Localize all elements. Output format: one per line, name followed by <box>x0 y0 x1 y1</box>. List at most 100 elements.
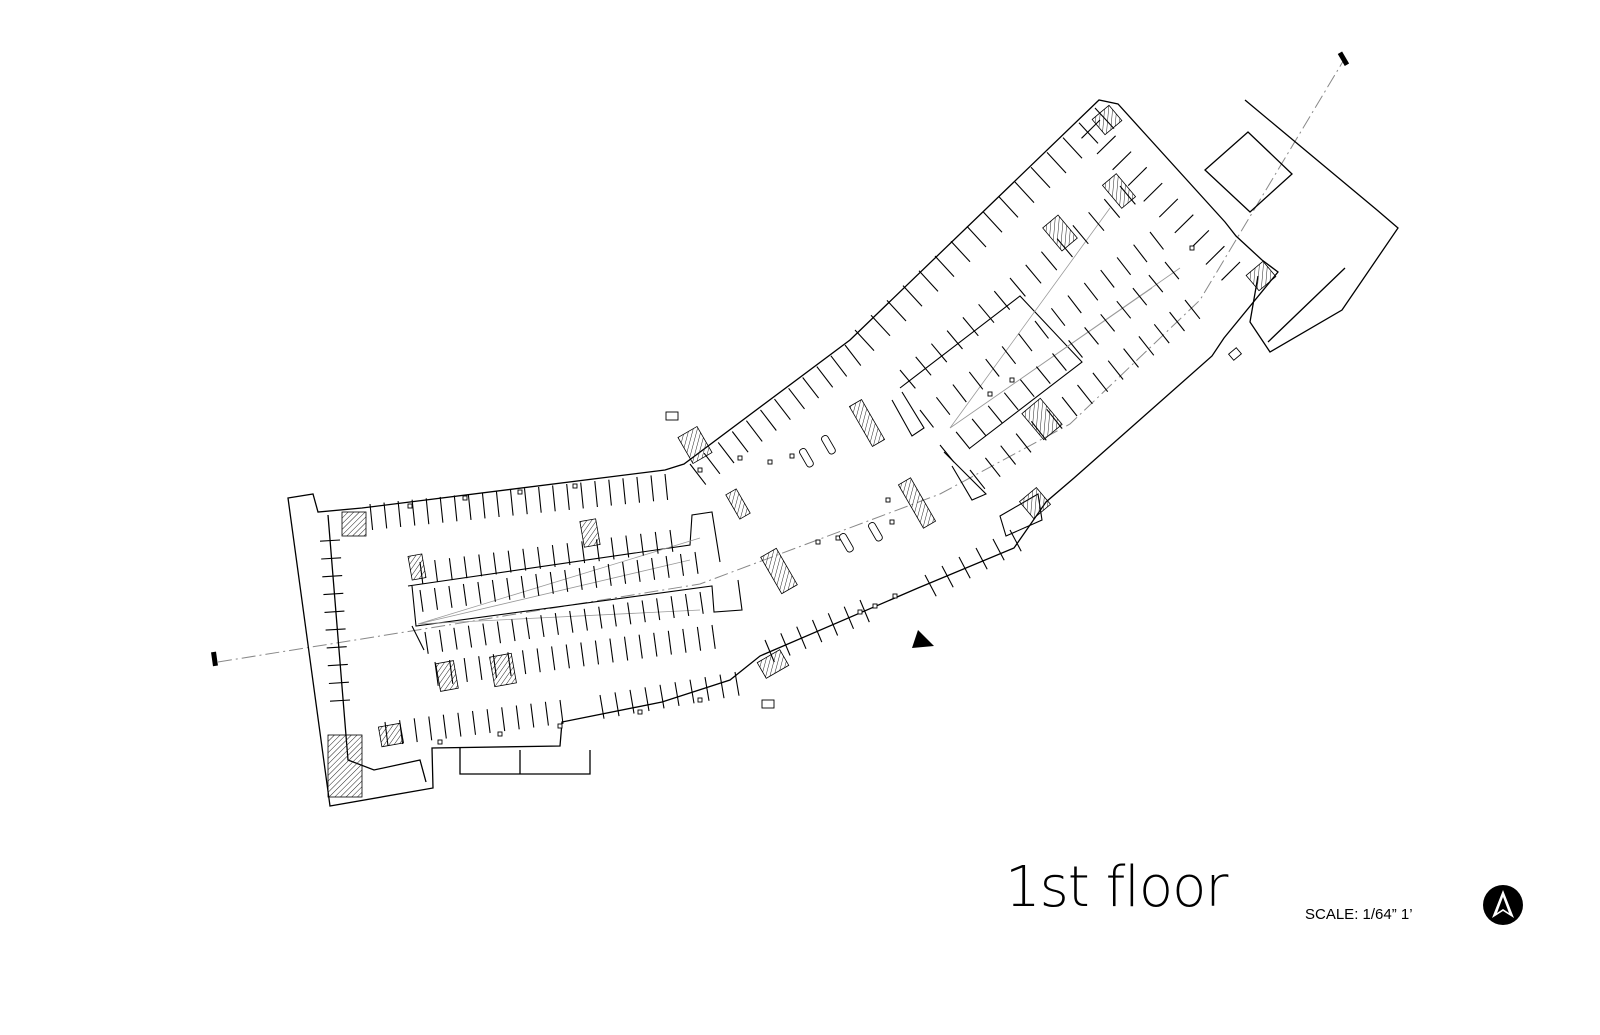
stall-line <box>689 679 695 704</box>
stall-line <box>941 565 954 588</box>
stall-line <box>796 626 807 650</box>
column-post <box>789 453 795 459</box>
stall-line <box>463 658 468 682</box>
stall-line <box>1019 379 1035 398</box>
stall-line <box>1061 396 1078 417</box>
column-post <box>697 697 703 703</box>
stall-line <box>641 600 646 623</box>
stall-line <box>704 677 710 701</box>
stall-line <box>492 552 497 575</box>
column-post <box>815 539 821 545</box>
stall-line <box>384 721 389 746</box>
building-outline <box>287 99 1399 807</box>
column-post <box>737 455 743 461</box>
section-end-marks <box>211 51 1350 667</box>
stall-line <box>1174 214 1194 234</box>
stall-line <box>1056 238 1073 258</box>
stall-line <box>946 330 963 350</box>
stall-line <box>1046 152 1067 174</box>
stall-line <box>802 377 820 399</box>
stall-line <box>439 496 444 523</box>
stall-line <box>859 599 870 623</box>
stall-line <box>448 558 453 581</box>
parking-stalls <box>319 107 1241 746</box>
stall-line <box>1184 299 1201 320</box>
stall-line <box>425 498 430 525</box>
column-post <box>462 495 468 501</box>
stall-line <box>870 314 891 337</box>
stall-line <box>1067 295 1082 314</box>
north-arrow-icon <box>1483 885 1523 925</box>
stall-line <box>565 644 570 669</box>
stall-line <box>1068 340 1083 358</box>
stall-line <box>411 499 416 526</box>
stall-line <box>1112 151 1132 171</box>
stall-line <box>679 553 685 576</box>
stall-line <box>1149 231 1164 250</box>
column-post <box>1009 377 1015 383</box>
stall-line <box>322 575 343 578</box>
stall-line <box>734 671 740 696</box>
column-post <box>1189 245 1195 251</box>
stall-line <box>939 444 955 463</box>
stall-line <box>978 303 995 324</box>
stall-line <box>511 619 516 642</box>
stall-line <box>622 561 627 584</box>
stall-line <box>656 598 661 621</box>
stall-line <box>492 654 498 679</box>
stall-line <box>569 610 574 633</box>
stall-line <box>549 571 554 594</box>
column-post <box>767 459 773 465</box>
stall-line <box>536 648 541 673</box>
stall-line <box>453 495 458 522</box>
column-post <box>889 519 895 525</box>
stall-line <box>1096 135 1116 155</box>
stall-line <box>521 650 527 675</box>
stall-line <box>321 557 342 560</box>
stall-line <box>966 226 987 248</box>
stall-line <box>1116 300 1132 319</box>
stall-line <box>1127 166 1148 186</box>
stall-line <box>610 537 615 560</box>
stall-line <box>638 634 643 659</box>
stall-line <box>434 661 439 686</box>
stall-line <box>918 270 939 292</box>
column-post <box>892 593 898 599</box>
stall-line <box>1003 392 1019 411</box>
stall-line <box>383 502 388 529</box>
stall-line <box>477 581 482 604</box>
stall-line <box>1034 320 1049 339</box>
stall-line <box>1116 257 1132 276</box>
stall-line <box>987 405 1003 424</box>
stall-line <box>935 396 951 416</box>
stall-line <box>506 577 511 600</box>
stall-line <box>1072 225 1089 245</box>
stall-line <box>580 482 584 509</box>
stall-line <box>654 531 659 554</box>
stall-line <box>467 493 472 520</box>
stall-line <box>958 556 971 579</box>
stall-line <box>1040 251 1058 271</box>
stall-line <box>434 560 439 582</box>
stall-line <box>495 491 500 518</box>
stall-line <box>433 587 439 610</box>
stall-line <box>699 591 704 614</box>
stall-line <box>962 317 979 337</box>
centerlines <box>217 57 1346 663</box>
stall-line <box>1083 282 1099 301</box>
stall-line <box>1143 182 1163 202</box>
stall-line <box>886 300 907 322</box>
column-post <box>885 497 891 503</box>
stall-line <box>535 573 540 596</box>
stall-line <box>544 701 549 726</box>
stall-line <box>627 602 632 625</box>
ramp-lines <box>417 207 1181 625</box>
stall-line <box>1103 198 1121 218</box>
parking-islands <box>407 295 1083 651</box>
stall-line <box>471 710 477 735</box>
stall-line <box>1052 353 1067 371</box>
stall-line <box>566 483 570 510</box>
stall-line <box>952 384 967 403</box>
stall-line <box>968 371 984 390</box>
